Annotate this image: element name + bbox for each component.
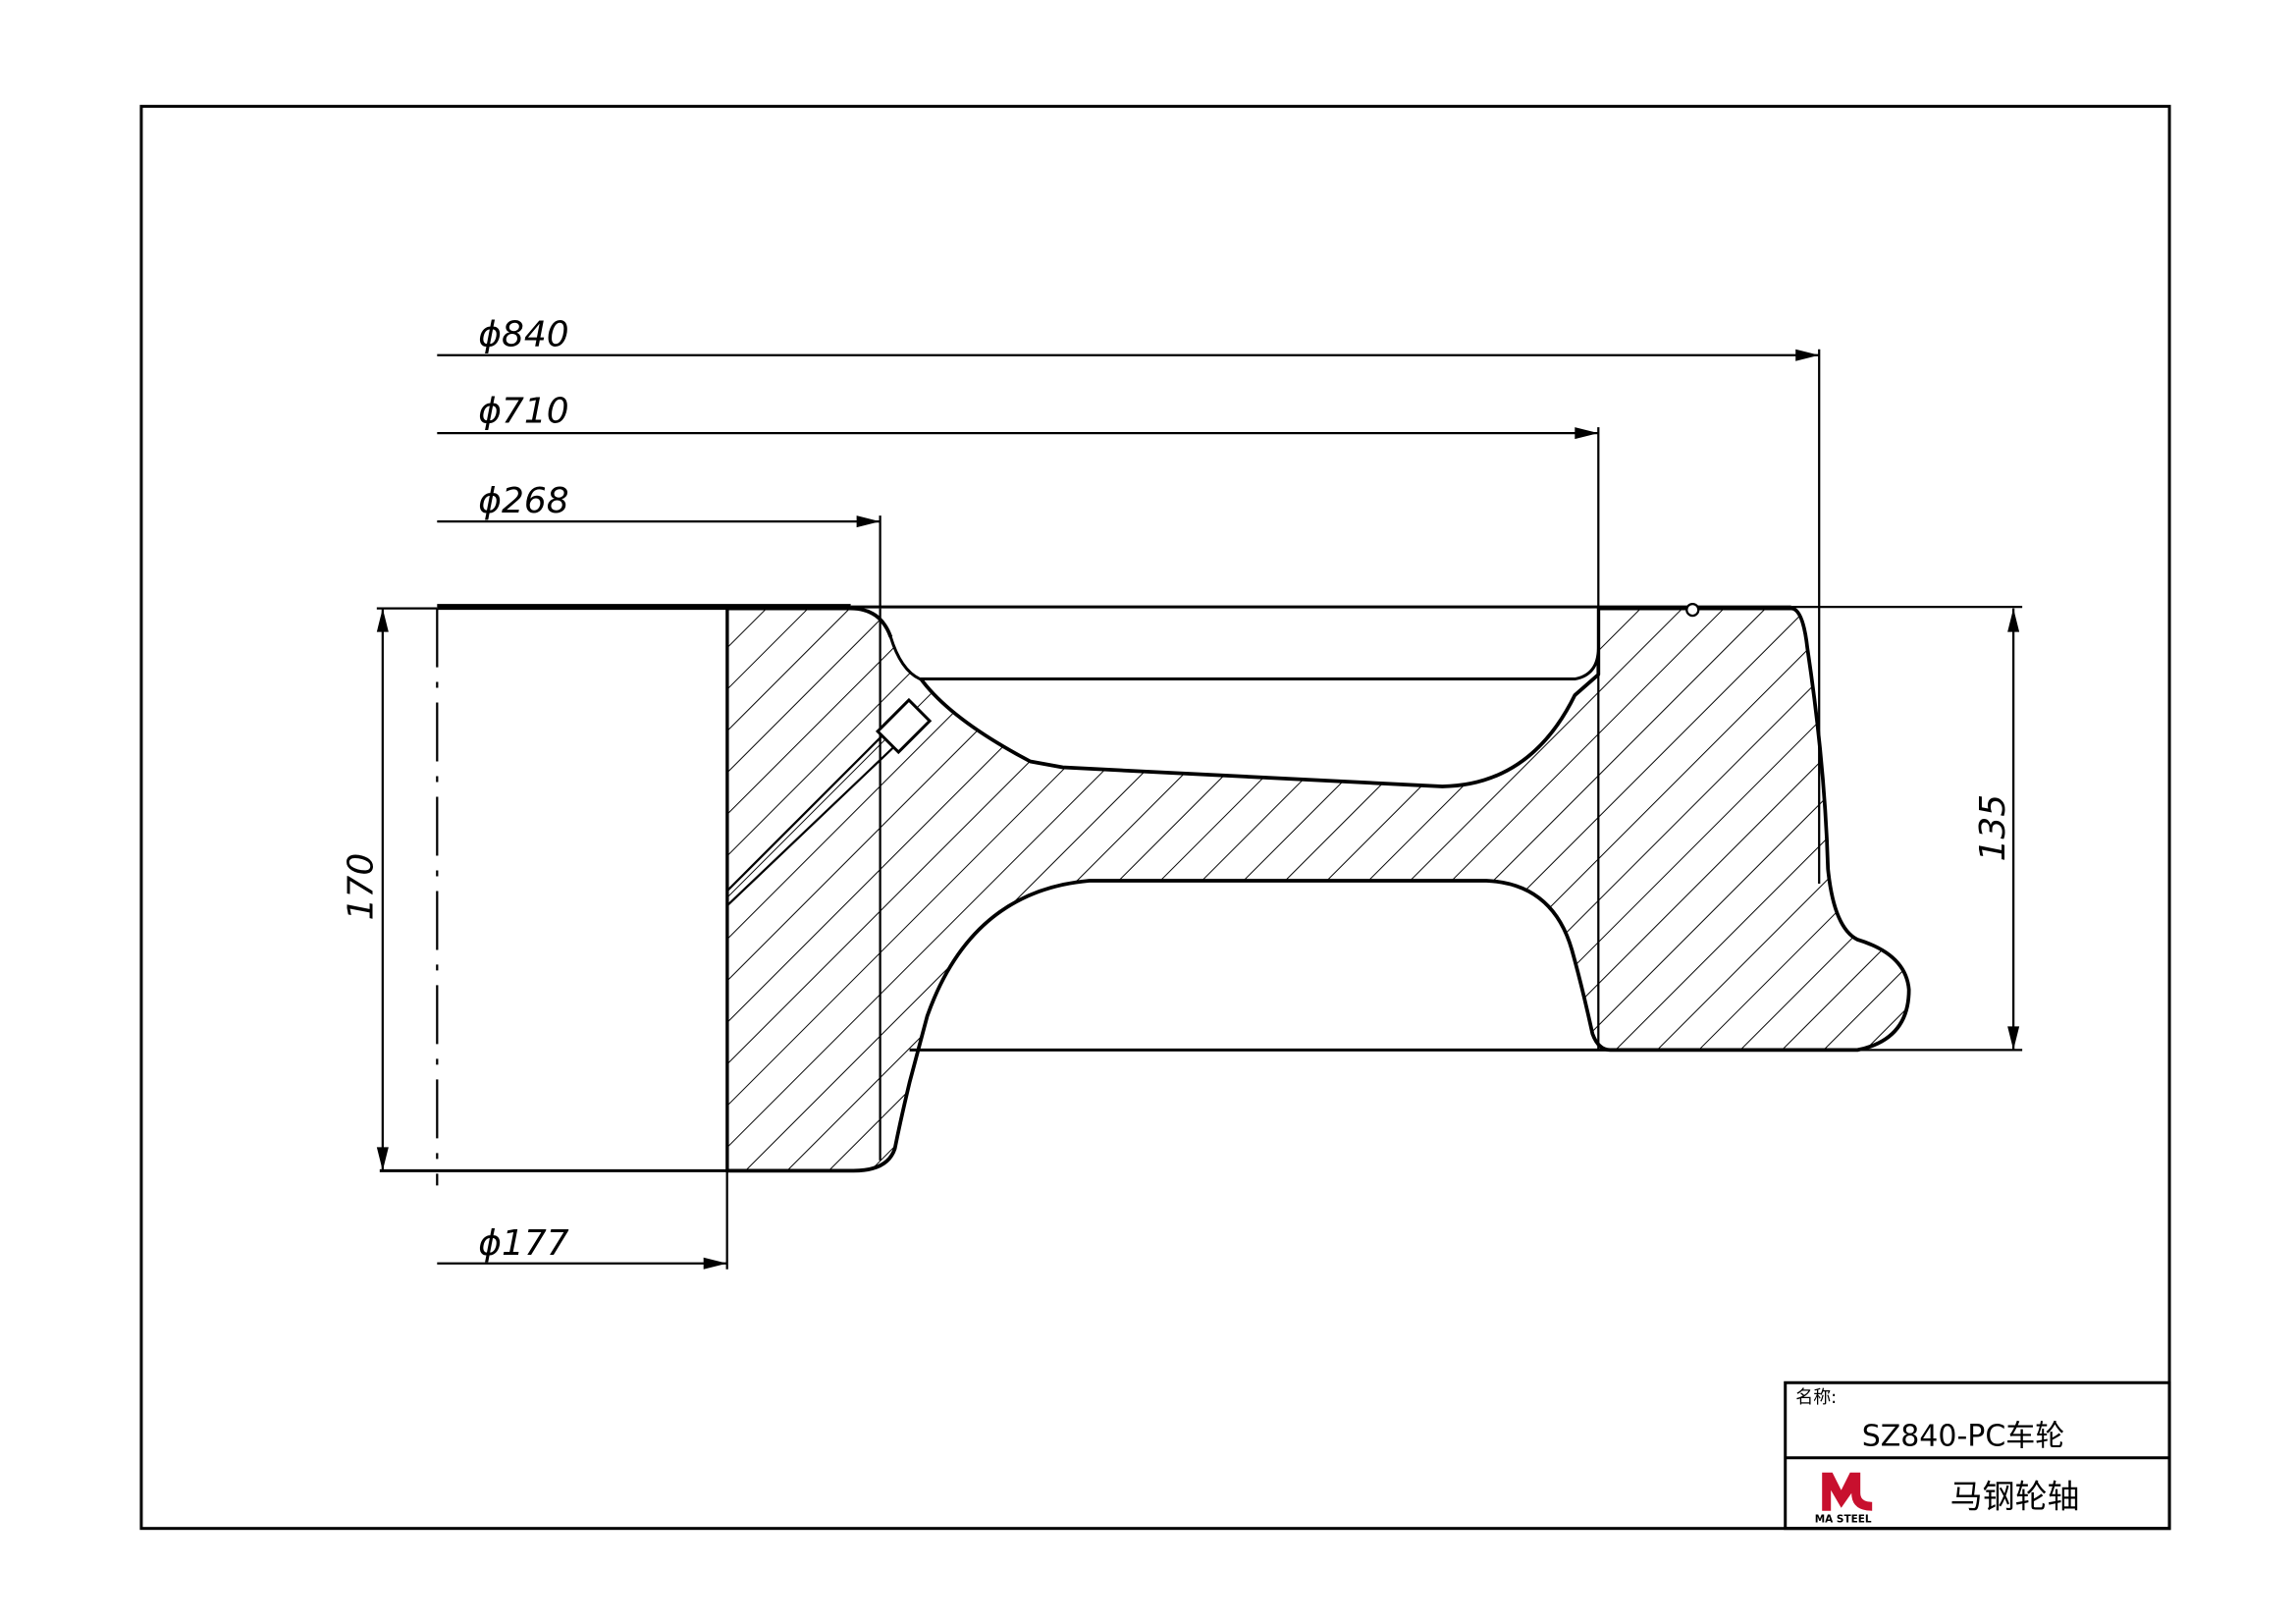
web-recess-outline: [888, 608, 1600, 681]
drawing-frame: [139, 104, 2171, 1531]
hub-section: [724, 606, 1911, 1173]
dim-710-arrow: [1575, 427, 1599, 440]
dim-135-arrow-top: [2007, 608, 2020, 632]
dim-170-arrow-bottom: [376, 1147, 389, 1171]
oil-hole-line-2: [725, 730, 911, 907]
dim-840-label: ϕ840: [478, 315, 568, 355]
dim-268-label: ϕ268: [478, 481, 568, 521]
dim-177-arrow: [703, 1257, 727, 1270]
logo-text: MA STEEL: [1815, 1514, 1872, 1526]
masteel-logo: MA STEEL: [1815, 1472, 1873, 1526]
oil-hole-plug: [875, 697, 933, 755]
dim-170-arrow-top: [376, 608, 389, 632]
dim-268-arrow: [856, 515, 881, 528]
dim-840-arrow: [1795, 349, 1820, 361]
title-block: [1784, 1380, 2171, 1531]
dim-710-label: ϕ710: [478, 392, 568, 432]
title-part-name: SZ840-PC车轮: [1862, 1420, 2065, 1454]
oil-hole-line-1: [725, 716, 902, 893]
rim-notch: [1685, 602, 1700, 618]
dim-135-arrow-bottom: [2007, 1026, 2020, 1051]
dim-177-label: ϕ177: [478, 1223, 568, 1264]
dim-135-label: 135: [1973, 794, 2013, 862]
bore-area: [437, 608, 727, 1171]
title-company: 马钢轮轴: [1950, 1478, 2080, 1516]
dim-170-label: 170: [341, 853, 381, 921]
title-name-label: 名称:: [1795, 1387, 1837, 1408]
